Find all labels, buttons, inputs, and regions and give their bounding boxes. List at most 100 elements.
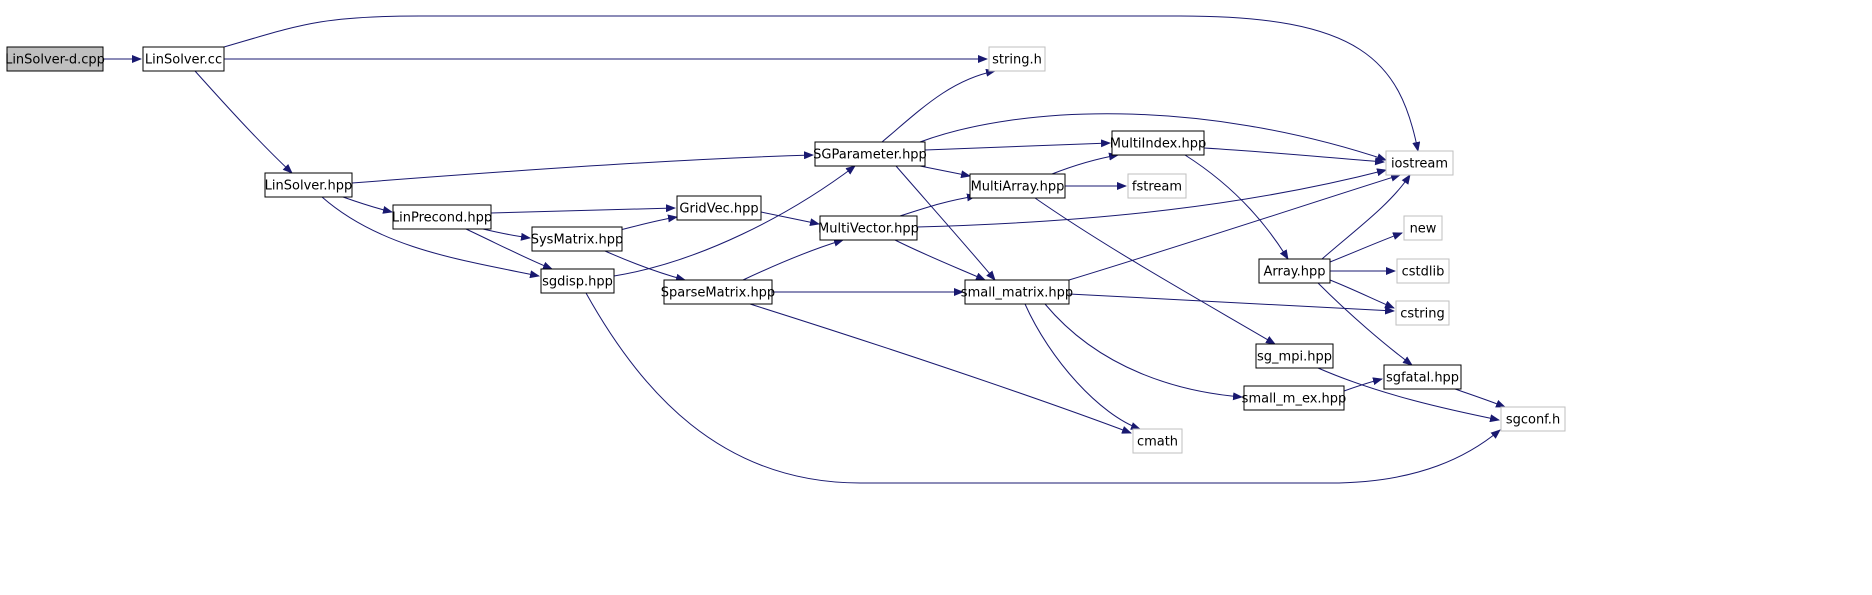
node-sgfatal-hpp[interactable]: sgfatal.hpp [1383,364,1462,390]
node-sysmatrix-hpp[interactable]: SysMatrix.hpp [531,226,624,252]
node-sg-mpi-hpp[interactable]: sg_mpi.hpp [1255,343,1334,369]
edge-sparsematrix-hpp-to-cmath [749,303,1132,434]
node-cmath[interactable]: cmath [1132,428,1183,454]
node-box [819,215,918,241]
edge-array-hpp-to-cstring [1329,279,1395,309]
node-label: sgfatal.hpp [1386,371,1459,386]
edge-multivector-hpp-to-multiarray-hpp [899,193,977,217]
node-cstring[interactable]: cstring [1395,300,1450,326]
node-sgconf-h[interactable]: sgconf.h [1500,406,1566,432]
edge-linsolver-hpp-to-linprecond-hpp [342,196,393,214]
edge-array-hpp-to-iostream [1321,174,1411,260]
edge-linsolver-hpp-to-sgparameter-hpp [351,151,814,184]
edge-sgdisp-hpp-to-sgconf-h [585,292,1501,484]
node-box [663,279,773,305]
edge-linsolver-hpp-to-sgdisp-hpp [321,196,540,279]
node-box [988,46,1046,72]
edge-multivector-hpp-to-iostream [916,168,1387,228]
node-box [264,172,353,198]
node-linsolver-cc[interactable]: LinSolver.cc [142,46,225,72]
edge-multiindex-hpp-to-array-hpp [1184,154,1289,260]
node-small-matrix-hpp[interactable]: small_matrix.hpp [961,279,1073,305]
node-label: sgdisp.hpp [542,275,613,290]
node-label: SGParameter.hpp [813,148,927,163]
node-array-hpp[interactable]: Array.hpp [1258,258,1331,284]
edge-sysmatrix-hpp-to-sparsematrix-hpp [604,250,686,282]
node-box [1395,300,1450,326]
edge-linprecond-hpp-to-gridvec-hpp [490,204,676,214]
edge-sgparameter-hpp-to-multiarray-hpp [919,165,971,179]
node-string-h[interactable]: string.h [988,46,1046,72]
node-multivector-hpp[interactable]: MultiVector.hpp [818,215,919,241]
node-label: Array.hpp [1263,265,1325,280]
node-box [1385,150,1454,176]
node-label: LinSolver.hpp [265,179,353,194]
node-linprecond-hpp[interactable]: LinPrecond.hpp [392,204,492,230]
node-box [1132,428,1183,454]
node-linsolver-d-cpp[interactable]: LinSolver-d.cpp [5,46,105,72]
node-label: sg_mpi.hpp [1257,350,1332,365]
node-label: SparseMatrix.hpp [661,286,775,301]
edge-linprecond-hpp-to-sgdisp-hpp [465,228,553,270]
node-box [1403,215,1443,241]
node-box [1258,258,1331,284]
edge-array-hpp-to-new [1329,232,1403,263]
node-box [1243,385,1345,411]
edge-sg-mpi-hpp-to-sgconf-h [1317,367,1500,423]
node-label: small_m_ex.hpp [1242,392,1347,407]
node-sparsematrix-hpp[interactable]: SparseMatrix.hpp [661,279,775,305]
node-multiarray-hpp[interactable]: MultiArray.hpp [969,173,1066,199]
node-label: GridVec.hpp [679,202,758,217]
node-box [142,46,225,72]
node-fstream[interactable]: fstream [1127,173,1187,199]
node-sgdisp-hpp[interactable]: sgdisp.hpp [540,268,615,294]
edge-multiarray-hpp-to-multiindex-hpp [1051,152,1119,175]
node-box [676,195,762,221]
edge-gridvec-hpp-to-multivector-hpp [760,211,820,227]
node-sgparameter-hpp[interactable]: SGParameter.hpp [813,141,927,167]
edge-linsolver-cc-to-iostream [223,15,1421,152]
edge-sgfatal-hpp-to-sgconf-h [1454,388,1506,408]
node-layer: LinSolver-d.cpp LinSolver.cc string.h iostr… [5,46,1566,454]
edge-small-matrix-hpp-to-iostream [1068,173,1401,281]
node-label: MultiVector.hpp [818,222,919,237]
node-box [531,226,623,252]
node-box [964,279,1070,305]
node-multiindex-hpp[interactable]: MultiIndex.hpp [1110,130,1206,156]
edge-small-matrix-hpp-to-small-m-ex-hpp [1044,303,1243,401]
node-label: small_matrix.hpp [961,286,1073,301]
edge-layer [103,15,1506,484]
node-new[interactable]: new [1403,215,1443,241]
node-label: LinSolver-d.cpp [5,53,105,68]
node-box [1127,173,1187,199]
node-label: iostream [1391,157,1448,172]
node-box [1396,258,1450,284]
node-iostream[interactable]: iostream [1385,150,1454,176]
node-label: cstring [1400,307,1444,322]
node-box [1111,130,1205,156]
edge-small-matrix-hpp-to-cmath [1024,303,1141,430]
edge-linsolver-cc-to-linsolver-hpp [194,70,293,174]
node-label: LinPrecond.hpp [392,211,492,226]
node-box [969,173,1066,199]
node-label: LinSolver.cc [145,53,222,68]
node-label: new [1410,222,1437,237]
node-cstdlib[interactable]: cstdlib [1396,258,1450,284]
node-linsolver-hpp[interactable]: LinSolver.hpp [264,172,353,198]
node-small-m-ex-hpp[interactable]: small_m_ex.hpp [1242,385,1347,411]
node-label: cstdlib [1402,265,1445,280]
edge-multiarray-hpp-to-sg-mpi-hpp [1034,197,1276,345]
node-gridvec-hpp[interactable]: GridVec.hpp [676,195,762,221]
node-box [540,268,615,294]
node-label: SysMatrix.hpp [531,233,624,248]
node-box [1500,406,1566,432]
edge-linprecond-hpp-to-sysmatrix-hpp [482,228,531,241]
edge-small-m-ex-hpp-to-sgfatal-hpp [1343,377,1383,392]
edge-sgdisp-hpp-to-sgparameter-hpp [613,165,856,277]
edge-sgparameter-hpp-to-string-h [881,68,996,143]
node-box [392,204,492,230]
edge-array-hpp-to-sgfatal-hpp [1317,282,1413,366]
edge-sgparameter-hpp-to-multiindex-hpp [924,139,1111,151]
node-label: MultiArray.hpp [971,180,1065,195]
